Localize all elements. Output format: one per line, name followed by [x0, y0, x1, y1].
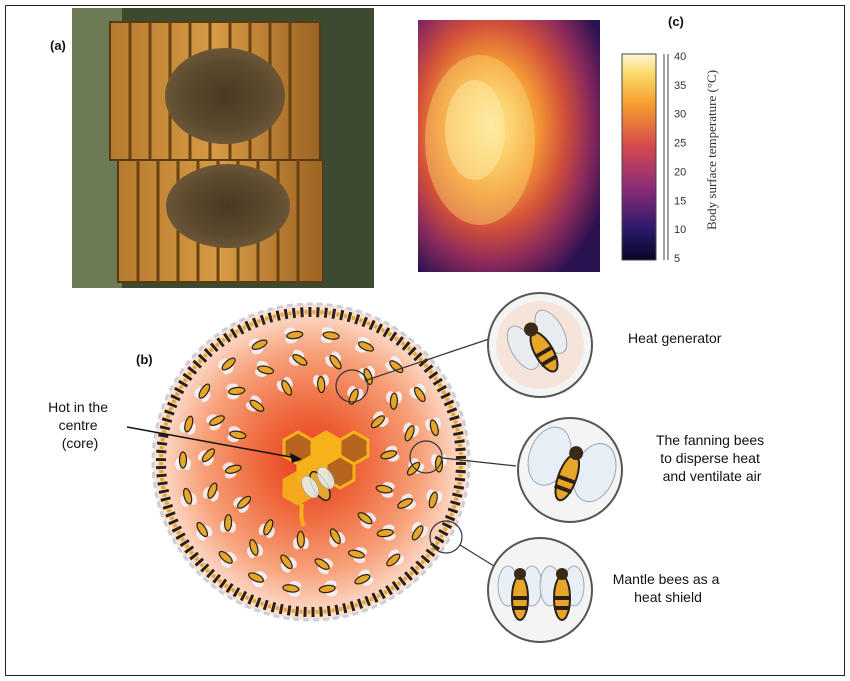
cluster-bee	[386, 549, 405, 567]
cluster-bee	[247, 571, 267, 588]
cluster-bee	[318, 580, 338, 597]
cluster-bee	[196, 521, 213, 541]
marker-fanning	[409, 440, 443, 474]
cluster-bee	[411, 521, 428, 541]
cluster-bee	[320, 327, 340, 344]
mantle-bee-2	[539, 565, 585, 621]
colorbar-tick-label: 10	[674, 224, 686, 236]
colorbar-label: Body surface temperature (°C)	[704, 70, 719, 230]
cluster-bee	[282, 580, 302, 597]
mantle-bee-1	[497, 565, 543, 621]
cluster-bee	[386, 391, 403, 410]
colorbar: 40 35 30 25 20 15 10 5 Body surface temperature…	[621, 51, 719, 265]
cluster-bee	[347, 385, 364, 405]
colorbar-tick-label: 20	[674, 166, 686, 178]
cluster-bee	[222, 462, 242, 479]
colorbar-tick-label: 40	[674, 51, 686, 63]
cluster-bee	[254, 360, 275, 377]
hive-photo	[72, 8, 374, 288]
cluster-bee	[385, 356, 404, 374]
label-core: Hot in the centre (core)	[48, 399, 112, 451]
honeycomb	[282, 430, 370, 527]
cluster-bee	[226, 383, 246, 400]
cluster-bee	[233, 495, 252, 513]
callout-heat-generator	[487, 292, 593, 398]
cluster-bee	[355, 336, 375, 353]
cluster-bee	[347, 547, 368, 564]
cluster-bee	[426, 489, 443, 509]
panel-label-a: (a)	[50, 38, 66, 53]
cluster-bee	[370, 411, 389, 429]
cluster-bee	[375, 481, 395, 498]
cluster-bee	[245, 395, 265, 412]
cluster-bee	[280, 554, 297, 573]
cluster-bee	[248, 338, 268, 355]
cluster-bee	[425, 417, 442, 437]
heat-generator-bee	[506, 309, 568, 373]
queen-bee	[301, 466, 335, 502]
cluster-bee	[258, 519, 275, 539]
cluster-bees	[175, 327, 447, 597]
cluster-bee	[217, 357, 236, 375]
panel-label-c: (c)	[668, 14, 684, 29]
cluster-bee	[354, 569, 374, 586]
label-mantle: Mantle bees as a heat shield	[613, 571, 724, 605]
cluster-bee	[288, 349, 308, 366]
cluster-bee	[175, 451, 191, 470]
label-heat-generator: Heat generator	[628, 330, 722, 346]
colorbar-tick-label: 15	[674, 195, 686, 207]
cluster-bee	[397, 493, 417, 510]
bee-cluster	[151, 302, 471, 622]
connector-lines	[366, 337, 517, 567]
marker-mantle	[429, 520, 463, 554]
callout-fanning	[517, 417, 623, 523]
cluster-bee	[205, 414, 225, 431]
cluster-bee	[218, 550, 237, 568]
fanning-bee	[527, 426, 617, 503]
core-arrow	[126, 426, 302, 463]
cluster-bee	[197, 448, 216, 467]
cluster-bee	[276, 376, 293, 396]
colorbar-tick-label: 5	[674, 253, 680, 265]
figure-border	[5, 5, 845, 676]
cluster-bee	[180, 487, 197, 507]
cluster-bee	[431, 454, 447, 473]
cluster-bee	[293, 530, 310, 550]
colorbar-tick-label: 35	[674, 80, 686, 92]
cluster-bee	[376, 524, 396, 541]
cluster-bee	[357, 512, 377, 529]
cluster-bee	[219, 514, 236, 533]
thermal-image	[418, 20, 600, 272]
cluster-bee	[409, 383, 426, 403]
cluster-bee	[179, 415, 196, 435]
cluster-bee	[194, 383, 211, 403]
cluster-bee	[325, 351, 342, 370]
cluster-bee	[247, 539, 264, 559]
cluster-bee	[403, 422, 420, 442]
cluster-bee	[314, 558, 334, 575]
cluster-bee	[202, 482, 219, 502]
callout-mantle	[487, 537, 593, 643]
colorbar-tick-label: 25	[674, 138, 686, 150]
cluster-bee	[380, 445, 400, 462]
marker-heat-generator	[335, 369, 369, 403]
panel-label-b: (b)	[136, 352, 153, 367]
cluster-bee	[284, 327, 304, 344]
colorbar-tick-label: 30	[674, 109, 686, 121]
cluster-bee	[227, 426, 247, 443]
cluster-bee	[312, 374, 329, 394]
label-fanning: The fanning bees to disperse heat and ve…	[656, 432, 768, 484]
colorbar-ticks: 40 35 30 25 20 15 10 5	[674, 51, 686, 265]
cluster-bee	[329, 528, 346, 548]
